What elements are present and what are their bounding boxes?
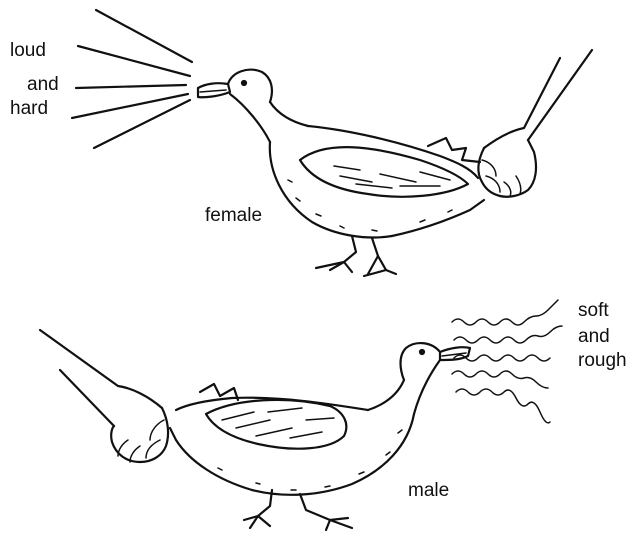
male-sound-label-line-3: rough bbox=[578, 350, 627, 371]
female-sound-label-line-3: hard bbox=[10, 98, 48, 119]
female-sound-label-line-2: and bbox=[27, 74, 59, 95]
female-call-lines bbox=[72, 10, 192, 148]
female-label: female bbox=[205, 205, 262, 226]
male-label: male bbox=[408, 480, 449, 501]
male-call-lines bbox=[452, 300, 562, 423]
male-sound-label-line-2: and bbox=[578, 326, 610, 347]
female-duck-drawing bbox=[198, 50, 592, 276]
male-duck-drawing bbox=[40, 330, 470, 530]
female-sound-label-line-1: loud bbox=[10, 40, 46, 61]
male-sound-label-line-1: soft bbox=[578, 300, 609, 321]
